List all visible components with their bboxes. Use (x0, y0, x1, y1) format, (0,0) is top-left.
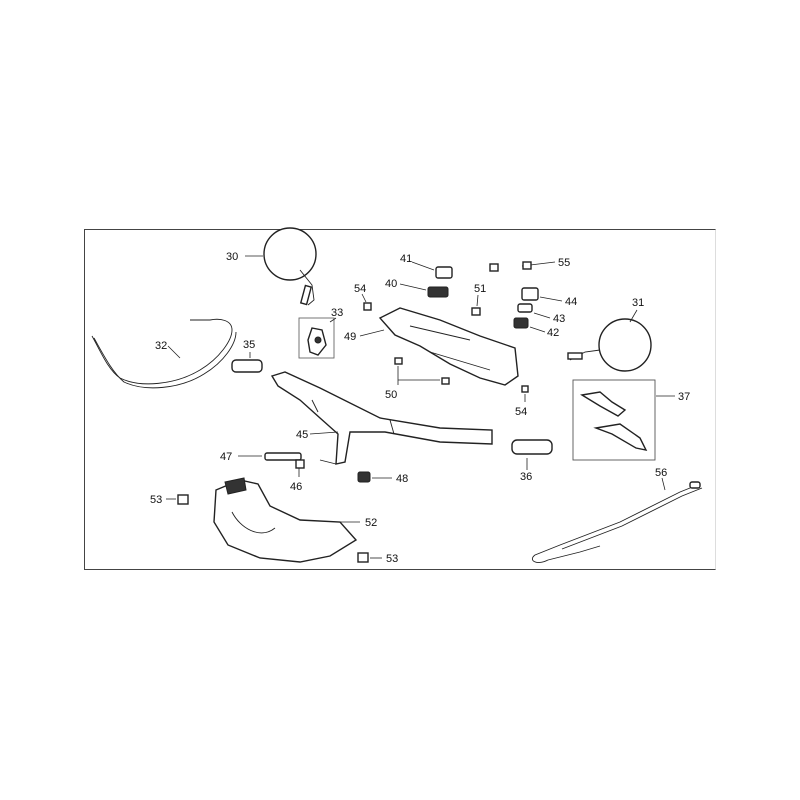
left-grip: 35 (231, 339, 263, 373)
callout-44: 44 (565, 296, 577, 308)
callout-32: 32 (155, 340, 167, 352)
right-grip: 36 (511, 439, 553, 483)
callout-48: 48 (396, 473, 408, 485)
left-switch-assembly: 33 (298, 307, 343, 359)
right-mirror: 31 (567, 297, 652, 372)
callout-36: 36 (520, 471, 532, 483)
callout-54a: 54 (354, 283, 366, 295)
callout-56: 56 (655, 467, 667, 479)
callout-53b: 53 (386, 553, 398, 565)
right-switch-parts: 44 43 42 (513, 287, 577, 339)
throttle-cable: 32 (91, 318, 237, 389)
callout-55: 55 (558, 257, 570, 269)
brake-lever-assembly: 37 (572, 379, 690, 461)
callout-45: 45 (296, 429, 308, 441)
handlebar: 45 (270, 371, 493, 465)
callout-46: 46 (290, 481, 302, 493)
screws: 54 51 55 50 54 (354, 257, 570, 418)
handlebar-lower-cover: 52 (213, 477, 377, 563)
callout-54b: 54 (515, 406, 527, 418)
diagram-frame (84, 229, 716, 570)
handlebar-upper-cover: 49 (344, 307, 519, 386)
callout-31: 31 (632, 297, 644, 309)
callout-35: 35 (243, 339, 255, 351)
callout-41: 41 (400, 253, 412, 265)
callout-52: 52 (365, 517, 377, 529)
nut: 48 (357, 471, 408, 485)
brake-cable: 56 (531, 467, 703, 563)
switch-knob-parts: 41 40 (385, 253, 453, 298)
callout-40: 40 (385, 278, 397, 290)
callout-33: 33 (331, 307, 343, 319)
clips: 53 53 (150, 494, 398, 565)
callout-53a: 53 (150, 494, 162, 506)
callout-49: 49 (344, 331, 356, 343)
callout-30: 30 (226, 251, 238, 263)
left-mirror: 30 (226, 227, 317, 306)
callout-47: 47 (220, 451, 232, 463)
callout-42: 42 (547, 327, 559, 339)
bar-end-bolt: 47 46 (220, 451, 305, 493)
callout-51: 51 (474, 283, 486, 295)
callout-43: 43 (553, 313, 565, 325)
callout-37: 37 (678, 391, 690, 403)
callout-50: 50 (385, 389, 397, 401)
